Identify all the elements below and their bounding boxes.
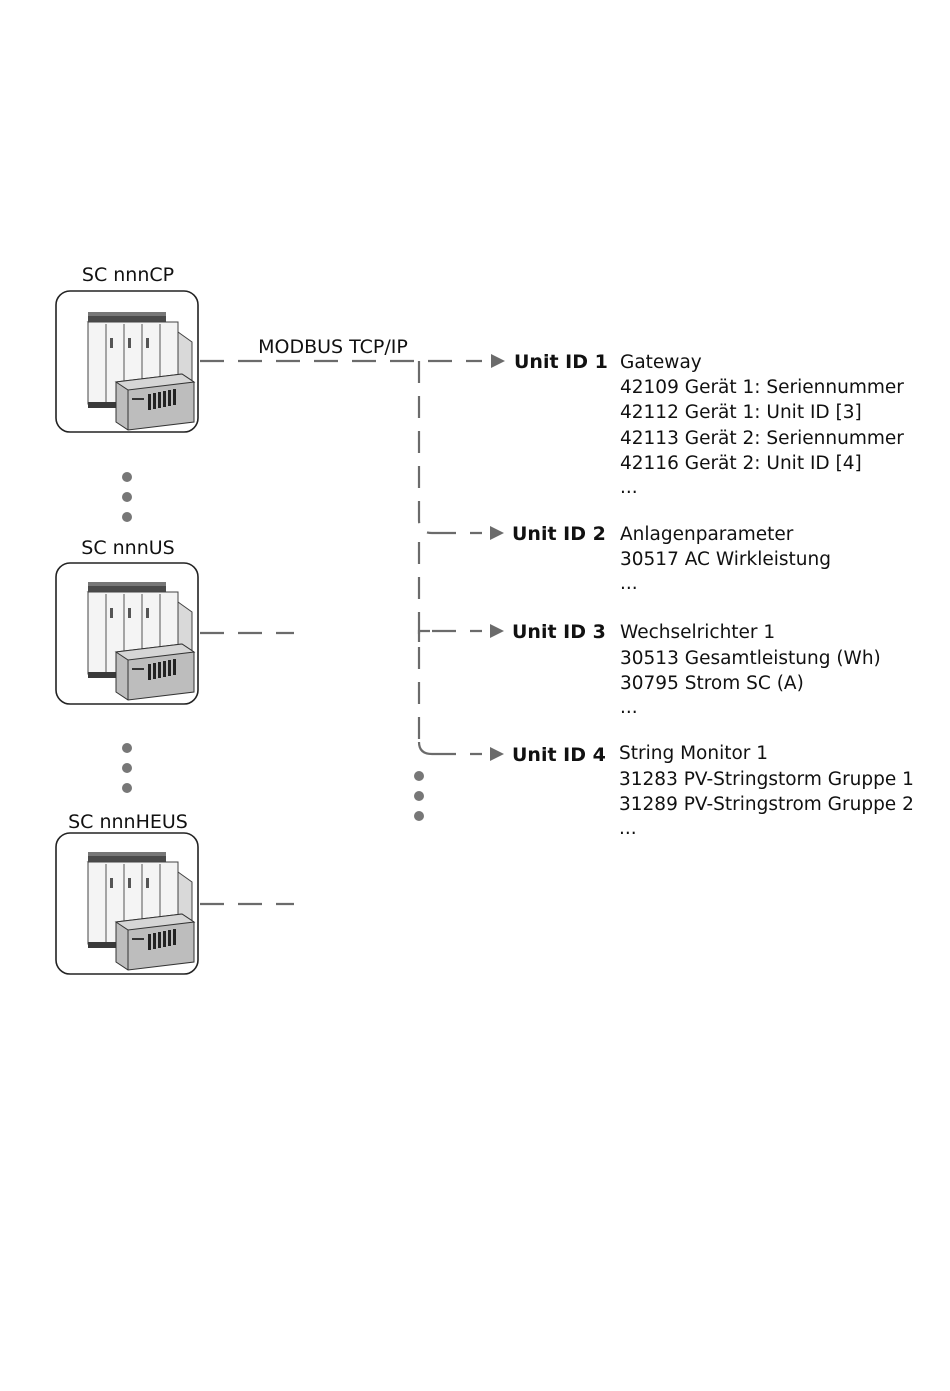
register-line: 42109 Gerät 1: Seriennummer <box>620 377 904 398</box>
unit-id-1: Unit ID 1 <box>514 351 608 373</box>
device-card-cp <box>55 290 199 433</box>
register-line: 30513 Gesamtleistung (Wh) <box>620 648 881 669</box>
bus-trunk <box>417 361 433 535</box>
arrow-unit-3-icon <box>490 624 504 638</box>
register-line: Wechselrichter 1 <box>620 622 775 643</box>
register-line: ... <box>620 697 638 718</box>
register-line: 30795 Strom SC (A) <box>620 673 804 694</box>
register-line: 31289 PV-Stringstrom Gruppe 2 <box>619 794 914 815</box>
register-line: String Monitor 1 <box>619 743 768 764</box>
bus-label: MODBUS TCP/IP <box>258 336 408 358</box>
arrow-unit-1-icon <box>491 354 505 368</box>
unit-ellipsis <box>414 771 424 821</box>
register-line: 42113 Gerät 2: Seriennummer <box>620 428 904 449</box>
device-label-us: SC nnnUS <box>81 537 174 559</box>
device-ellipsis-lower <box>122 743 132 793</box>
device-ellipsis-upper <box>122 472 132 522</box>
device-label-cp: SC nnnCP <box>82 264 174 286</box>
bus-corner-3 <box>417 629 432 642</box>
device-label-heus: SC nnnHEUS <box>68 811 188 833</box>
arrow-unit-4-icon <box>490 747 504 761</box>
register-line: Gateway <box>620 352 702 373</box>
device-card-us <box>55 562 199 705</box>
register-line: 42116 Gerät 2: Unit ID [4] <box>620 453 862 474</box>
device-card-heus <box>55 832 199 975</box>
bus-corner-4 <box>417 741 433 756</box>
register-line: Anlagenparameter <box>620 524 794 545</box>
unit-id-3: Unit ID 3 <box>512 621 606 643</box>
unit-id-4: Unit ID 4 <box>512 744 606 766</box>
register-line: 30517 AC Wirkleistung <box>620 549 831 570</box>
arrow-unit-2-icon <box>490 526 504 540</box>
register-line: ... <box>620 477 638 498</box>
unit-3-registers: Wechselrichter 1 30513 Gesamtleistung (W… <box>620 622 881 718</box>
register-line: 31283 PV-Stringstorm Gruppe 1 <box>619 769 914 790</box>
register-line: 42112 Gerät 1: Unit ID [3] <box>620 402 862 423</box>
unit-4-registers: String Monitor 1 31283 PV-Stringstorm Gr… <box>619 743 914 839</box>
unit-2-registers: Anlagenparameter 30517 AC Wirkleistung .… <box>620 524 831 594</box>
register-line: ... <box>620 573 638 594</box>
unit-id-2: Unit ID 2 <box>512 523 606 545</box>
unit-1-registers: Gateway 42109 Gerät 1: Seriennummer 4211… <box>620 352 904 498</box>
register-line: ... <box>619 818 637 839</box>
